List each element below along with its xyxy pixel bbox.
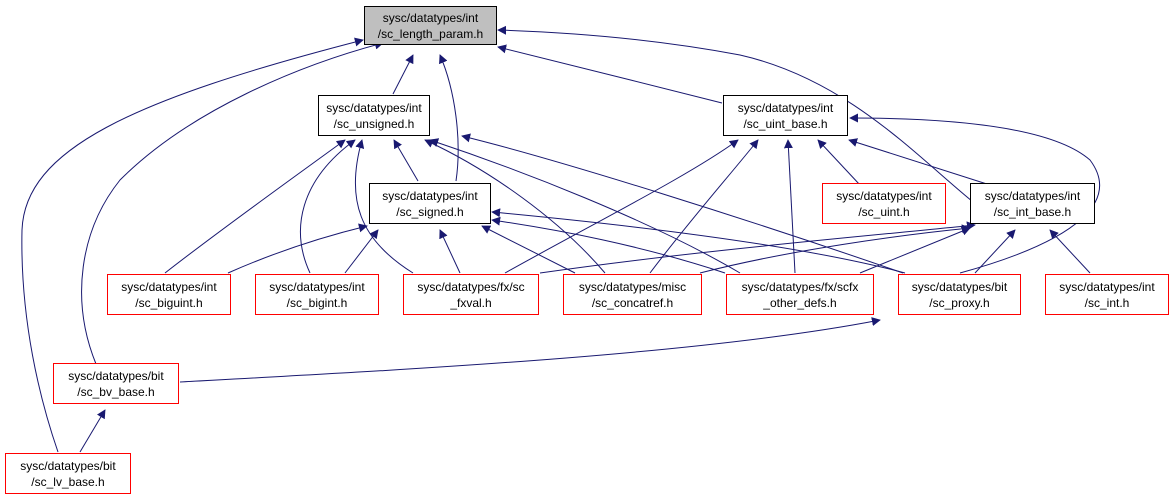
edge-concatref-to-intbase: [699, 224, 971, 274]
edge-signed-to-unsigned: [393, 139, 419, 182]
edge-scfxother-to-uintbase: [783, 139, 796, 274]
node-line1: sysc/datatypes/int: [984, 188, 1081, 203]
node-line1: sysc/datatypes/int: [121, 279, 217, 294]
edge-bigint-to-signed: [344, 229, 379, 274]
node-line1: sysc/datatypes/int: [836, 188, 932, 203]
edge-bvbase-to-proxy: [179, 317, 881, 383]
node-line2: /sc_concatref.h: [591, 295, 674, 310]
node-sc-length-param: sysc/datatypes/int /sc_length_param.h: [364, 6, 497, 45]
node-line1: sysc/datatypes/fx/scfx: [741, 279, 859, 294]
node-sc-bigint[interactable]: sysc/datatypes/int /sc_bigint.h: [255, 274, 379, 315]
node-line2: /sc_biguint.h: [135, 295, 203, 310]
edge-fxval-to-unsigned: [354, 139, 414, 274]
edge-proxy-to-intbase: [974, 229, 1016, 274]
edge-scint-to-intbase: [1049, 229, 1091, 274]
node-line2: /sc_uint.h: [858, 204, 910, 219]
edge-scfxother-to-intbase: [859, 226, 971, 274]
node-sc-fxval[interactable]: sysc/datatypes/fx/sc _fxval.h: [403, 274, 539, 315]
edge-fxval-to-signed: [439, 229, 461, 274]
edge-proxy-to-signed: [491, 208, 906, 274]
edge-intbase-to-root: [497, 25, 979, 207]
edge-biguint-to-unsigned: [164, 139, 346, 274]
node-sc-bv-base[interactable]: sysc/datatypes/bit /sc_bv_base.h: [53, 363, 179, 404]
edge-proxy-to-uintbase: [849, 113, 1100, 274]
node-line1: sysc/datatypes/misc: [578, 279, 687, 294]
node-line2: /sc_proxy.h: [929, 295, 990, 310]
edge-signed-to-root: [439, 54, 459, 182]
edge-bvbase-to-root: [81, 40, 384, 365]
edge-bigint-to-unsigned: [299, 139, 356, 274]
edge-intbase-to-uintbase: [848, 138, 991, 186]
edge-concatref-to-signed: [481, 225, 576, 274]
node-sc-biguint[interactable]: sysc/datatypes/int /sc_biguint.h: [107, 274, 231, 315]
node-sc-int-base[interactable]: sysc/datatypes/int /sc_int_base.h: [970, 183, 1095, 224]
edge-fxval-to-intbase: [539, 221, 976, 274]
node-sc-proxy[interactable]: sysc/datatypes/bit /sc_proxy.h: [898, 274, 1021, 315]
edge-uintbase-to-root: [497, 44, 723, 104]
node-sc-uint-base[interactable]: sysc/datatypes/int /sc_uint_base.h: [723, 95, 848, 136]
edge-proxy-to-unsigned: [461, 133, 904, 274]
node-line1: sysc/datatypes/fx/sc: [417, 279, 525, 294]
edge-concatref-to-unsigned: [424, 139, 606, 274]
node-line2: /sc_int_base.h: [993, 204, 1072, 219]
edge-scuint-to-uintbase: [817, 139, 861, 186]
edge-lvbase-to-bvbase: [79, 409, 106, 453]
node-line1: sysc/datatypes/int: [382, 188, 478, 203]
node-sc-int[interactable]: sysc/datatypes/int /sc_int.h: [1045, 274, 1169, 315]
node-sc-unsigned[interactable]: sysc/datatypes/int /sc_unsigned.h: [318, 95, 430, 136]
node-line2: /sc_int.h: [1084, 295, 1130, 310]
node-line1: sysc/datatypes/bit: [20, 458, 116, 473]
edge-biguint-to-signed: [227, 223, 368, 274]
node-line2: _other_defs.h: [763, 295, 837, 310]
node-line2: /sc_uint_base.h: [743, 116, 828, 131]
node-sc-signed[interactable]: sysc/datatypes/int /sc_signed.h: [369, 183, 491, 224]
node-line2: /sc_signed.h: [396, 204, 464, 219]
edge-lvbase-to-root: [21, 37, 364, 453]
node-sc-concatref[interactable]: sysc/datatypes/misc /sc_concatref.h: [563, 274, 702, 315]
edge-fxval-to-uintbase: [504, 139, 739, 274]
node-line2: /sc_lv_base.h: [31, 474, 105, 489]
node-line2: /sc_bv_base.h: [77, 384, 155, 399]
node-line2: /sc_length_param.h: [377, 26, 484, 41]
node-line1: sysc/datatypes/bit: [911, 279, 1008, 294]
node-line1: sysc/datatypes/int: [1059, 279, 1155, 294]
node-line2: _fxval.h: [450, 295, 492, 310]
edge-unsigned-to-root: [392, 54, 414, 95]
node-line1: sysc/datatypes/int: [737, 100, 834, 115]
node-line1: sysc/datatypes/int: [382, 10, 479, 25]
edge-scfxother-to-signed: [491, 216, 726, 274]
node-line1: sysc/datatypes/bit: [68, 368, 164, 383]
node-line2: /sc_bigint.h: [286, 295, 348, 310]
node-line2: /sc_unsigned.h: [333, 116, 415, 131]
node-line1: sysc/datatypes/int: [269, 279, 365, 294]
node-sc-lv-base[interactable]: sysc/datatypes/bit /sc_lv_base.h: [5, 453, 131, 494]
node-line1: sysc/datatypes/int: [326, 100, 422, 115]
node-sc-uint[interactable]: sysc/datatypes/int /sc_uint.h: [822, 183, 946, 224]
node-scfx-other-defs[interactable]: sysc/datatypes/fx/scfx _other_defs.h: [726, 274, 874, 315]
